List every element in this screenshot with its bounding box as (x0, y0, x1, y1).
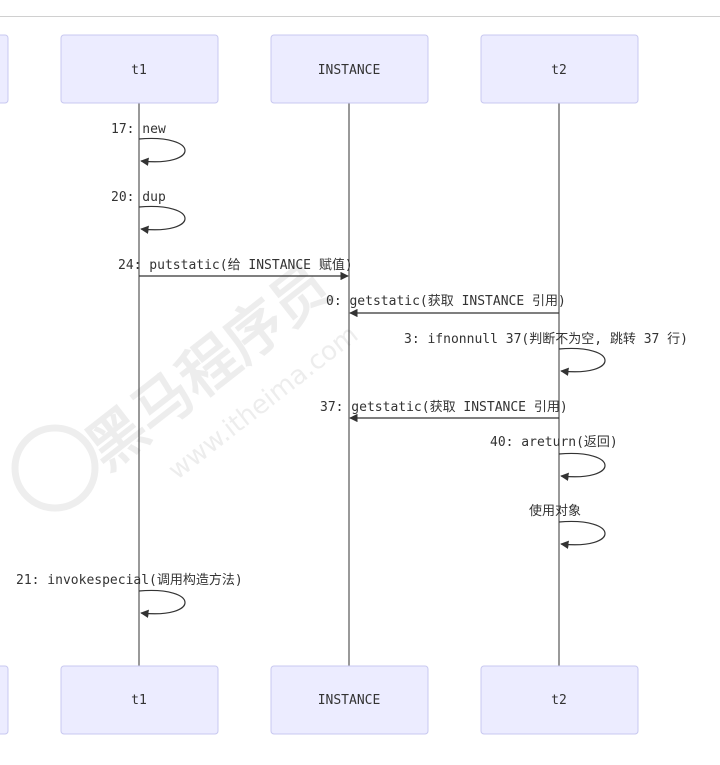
watermark-logo-icon (11, 424, 99, 512)
participant-t2-bottom: t2 (480, 665, 639, 735)
message-37-getstatic: 37: getstatic(获取 INSTANCE 引用) (320, 400, 568, 423)
message-21-invokespecial: 21: invokespecial(调用构造方法) (16, 572, 243, 618)
svg-text:37: getstatic(获取 INSTANCE 引用): 37: getstatic(获取 INSTANCE 引用) (320, 400, 568, 415)
svg-text:21: invokespecial(调用构造方法): 21: invokespecial(调用构造方法) (16, 572, 243, 588)
participant-t1-bottom: t1 (60, 665, 219, 735)
message-use-object: 使用对象 (529, 503, 606, 549)
participant-t1-bottom-label: t1 (131, 693, 147, 708)
participant-t2-top: t2 (480, 34, 639, 104)
svg-text:0: getstatic(获取 INSTANCE 引用): 0: getstatic(获取 INSTANCE 引用) (326, 294, 566, 309)
message-40-areturn: 40: areturn(返回) (490, 435, 618, 481)
participant-instance-label: INSTANCE (318, 63, 381, 78)
participant-t2-bottom-label: t2 (551, 693, 567, 708)
participant-instance-bottom-label: INSTANCE (318, 693, 381, 708)
svg-text:40: areturn(返回): 40: areturn(返回) (490, 435, 618, 450)
participant-t2-label: t2 (551, 63, 567, 78)
participant-t1-top: t1 (60, 34, 219, 104)
svg-text:17: new: 17: new (111, 122, 166, 137)
message-17-new: 17: new (111, 122, 186, 166)
message-3-ifnonnull: 3: ifnonnull 37(判断不为空, 跳转 37 行) (404, 332, 688, 376)
svg-text:24: putstatic(给 INSTANCE 赋值): 24: putstatic(给 INSTANCE 赋值) (118, 257, 353, 273)
svg-text:20: dup: 20: dup (111, 190, 166, 205)
participant-left-partial-bottom (0, 665, 9, 735)
message-20-dup: 20: dup (111, 190, 186, 234)
participant-instance-bottom: INSTANCE (270, 665, 429, 735)
svg-text:3: ifnonnull 37(判断不为空, 跳转 37 行: 3: ifnonnull 37(判断不为空, 跳转 37 行) (404, 332, 688, 347)
message-24-putstatic: 24: putstatic(给 INSTANCE 赋值) (118, 257, 353, 281)
participant-instance-top: INSTANCE (270, 34, 429, 104)
svg-text:使用对象: 使用对象 (529, 503, 581, 519)
participant-left-partial-top (0, 34, 9, 104)
watermark: 黑马程序员 www.itheima.com (74, 251, 364, 486)
message-0-getstatic: 0: getstatic(获取 INSTANCE 引用) (326, 294, 566, 318)
top-divider (0, 16, 720, 17)
participant-t1-label: t1 (131, 63, 147, 78)
